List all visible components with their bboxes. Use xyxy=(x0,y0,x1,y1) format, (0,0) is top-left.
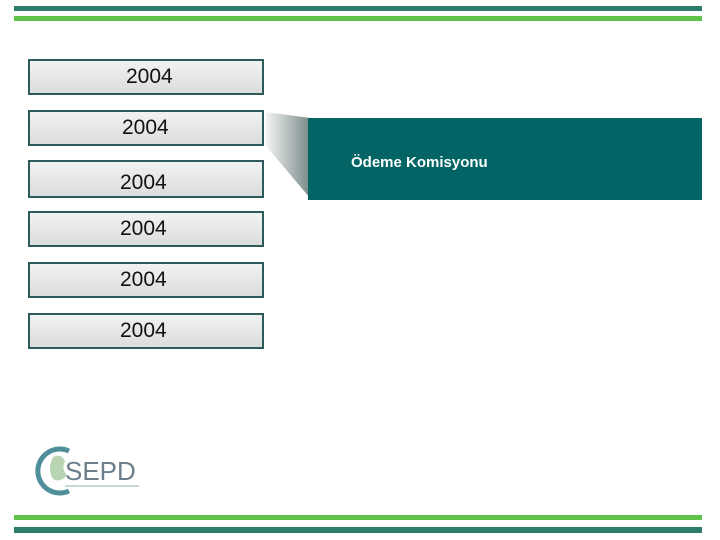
sepd-logo: SEPD xyxy=(35,446,139,496)
year-box-3[interactable]: 2004 xyxy=(28,160,264,198)
detail-panel: Ödeme Komisyonu xyxy=(308,118,702,200)
year-label: 2004 xyxy=(126,65,173,88)
year-box-6[interactable]: 2004 xyxy=(28,313,264,349)
bottom-divider-light xyxy=(14,515,702,520)
year-label: 2004 xyxy=(120,171,167,194)
year-label: 2004 xyxy=(120,268,167,291)
logo-wordmark: SEPD xyxy=(65,456,136,486)
top-divider-light xyxy=(14,16,702,21)
top-divider-dark xyxy=(14,6,702,11)
bottom-divider-dark xyxy=(14,527,702,533)
year-label: 2004 xyxy=(120,319,167,342)
year-box-4[interactable]: 2004 xyxy=(28,211,264,247)
year-label: 2004 xyxy=(122,116,169,139)
year-box-2[interactable]: 2004 xyxy=(28,110,264,146)
year-label: 2004 xyxy=(120,217,167,240)
panel-title: Ödeme Komisyonu xyxy=(351,154,488,171)
year-box-5[interactable]: 2004 xyxy=(28,262,264,298)
year-box-1[interactable]: 2004 xyxy=(28,59,264,95)
callout-connector xyxy=(266,112,310,198)
